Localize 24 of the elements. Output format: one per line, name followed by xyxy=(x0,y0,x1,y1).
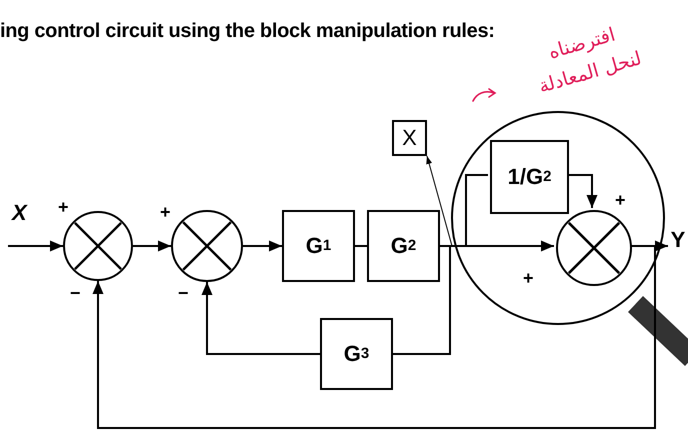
signal-label: Y xyxy=(668,228,688,252)
connector xyxy=(92,245,656,429)
connector xyxy=(133,240,171,252)
handwritten-note: افترضناه لنحل المعادلة xyxy=(535,22,645,100)
summing-junction xyxy=(171,210,243,282)
sign-label: + xyxy=(160,202,171,223)
sign-label: + xyxy=(523,268,534,289)
sign-label: + xyxy=(615,190,626,211)
connector xyxy=(202,282,320,355)
connector xyxy=(567,174,598,208)
connector xyxy=(355,245,367,247)
summing-junction xyxy=(63,211,133,281)
connector xyxy=(393,245,451,355)
connector xyxy=(243,240,282,252)
sign-label: + xyxy=(58,197,69,218)
connector xyxy=(426,156,452,246)
sign-label: − xyxy=(70,283,81,304)
signal-label: X xyxy=(12,200,27,226)
magnifier-circle xyxy=(451,111,665,325)
heading: ing control circuit using the block manipulation rules: xyxy=(0,20,495,43)
sign-label: − xyxy=(178,283,189,304)
connector xyxy=(8,240,63,252)
block-box: X xyxy=(392,120,427,156)
summing-junction xyxy=(556,210,632,286)
